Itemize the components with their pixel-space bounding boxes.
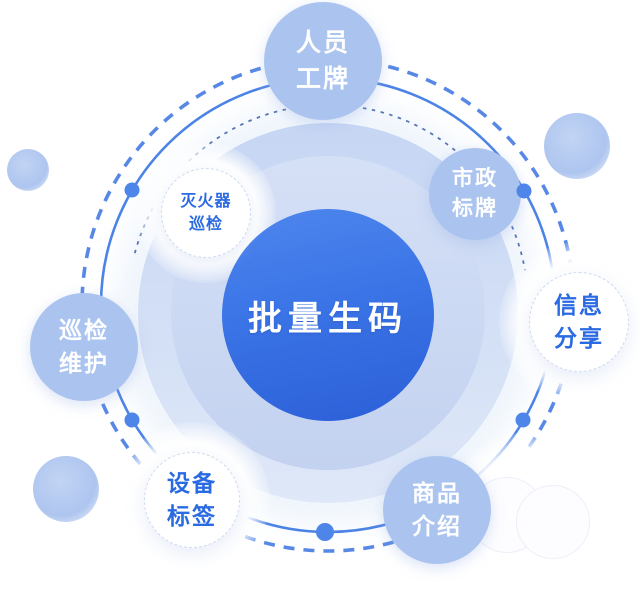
node-device-label: 设备 标签 bbox=[144, 452, 240, 548]
node-label-line: 设备 bbox=[167, 469, 217, 496]
node-label-line: 介绍 bbox=[412, 513, 462, 539]
center-node-batch-code: 批量生码 bbox=[222, 209, 434, 421]
orbit-node-dot bbox=[515, 412, 531, 428]
decorative-circle-bottom-left bbox=[33, 456, 99, 522]
node-label-line: 信息 bbox=[554, 291, 604, 318]
node-label-line: 维护 bbox=[59, 350, 109, 376]
orbit-node-dot bbox=[316, 523, 334, 541]
node-label-line: 标牌 bbox=[452, 197, 498, 220]
decorative-circle-top-left bbox=[7, 149, 49, 191]
node-label-line: 灭火器 bbox=[180, 192, 232, 210]
node-label-line: 巡检 bbox=[59, 316, 109, 343]
node-patrol-maintenance: 巡检 维护 bbox=[30, 293, 138, 401]
decorative-circle-top-right bbox=[544, 113, 610, 179]
node-product-intro: 商品 介绍 bbox=[383, 456, 491, 564]
node-info-sharing: 信息 分享 bbox=[529, 272, 629, 372]
cloud-shape bbox=[516, 485, 590, 559]
center-node-label: 批量生码 bbox=[248, 299, 408, 338]
node-label-line: 商品 bbox=[412, 479, 462, 506]
node-label-line: 分享 bbox=[554, 325, 604, 351]
node-fire-extinguisher-inspection: 灭火器 巡检 bbox=[161, 168, 251, 258]
node-municipal-sign: 市政 标牌 bbox=[429, 148, 521, 240]
node-label-line: 标签 bbox=[167, 503, 217, 529]
node-label-line: 市政 bbox=[452, 166, 498, 190]
node-label-line: 工牌 bbox=[295, 65, 350, 93]
orbit-node-dot bbox=[124, 412, 140, 428]
node-person-badge: 人员 工牌 bbox=[264, 2, 382, 120]
node-label-line: 巡检 bbox=[188, 216, 223, 233]
node-label-line: 人员 bbox=[295, 28, 350, 57]
